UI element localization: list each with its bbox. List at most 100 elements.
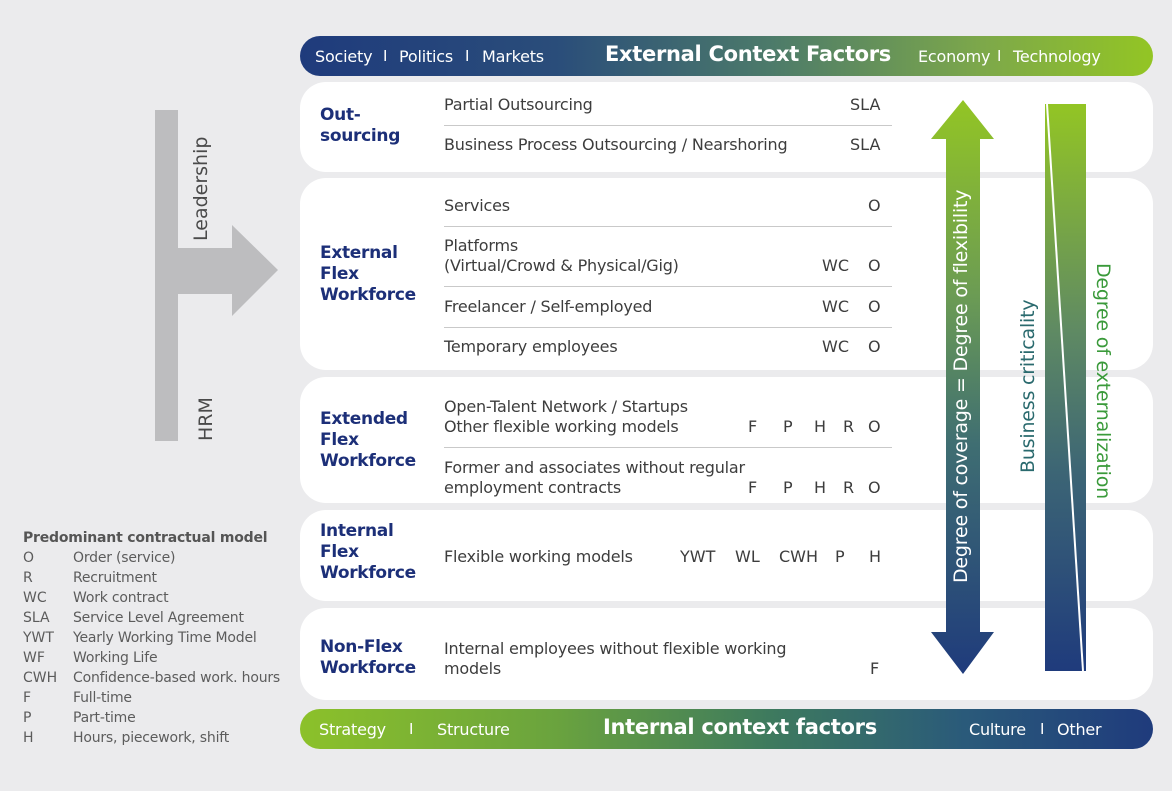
- row-text-line: Other flexible working models: [444, 417, 679, 436]
- external-factor-markets: Markets: [482, 47, 544, 66]
- category-label: Out- sourcing: [320, 105, 400, 147]
- t-arrow-icon: [155, 110, 278, 441]
- category-label: Extended Flex Workforce: [320, 409, 416, 472]
- legend-desc: Part-time: [73, 710, 136, 726]
- contract-code: H: [869, 547, 882, 566]
- business-criticality-label: Business criticality: [1017, 299, 1039, 473]
- contract-code: O: [868, 478, 881, 497]
- category-label-line: sourcing: [320, 126, 401, 146]
- row-divider: [444, 125, 892, 126]
- contract-code: R: [843, 417, 855, 436]
- external-context-bar: Society I Politics I Markets External Co…: [300, 36, 1153, 76]
- external-factor-society: Society: [315, 47, 373, 66]
- legend-abbr: O: [23, 550, 35, 566]
- contract-code: P: [835, 547, 845, 566]
- legend-title: Predominant contractual model: [23, 530, 268, 546]
- category-label-line: Out-: [320, 105, 361, 125]
- separator: I: [997, 47, 1002, 65]
- legend-abbr: SLA: [23, 610, 50, 626]
- row-services: Services: [444, 196, 510, 215]
- legend-abbr: YWT: [23, 630, 54, 646]
- legend-desc: Yearly Working Time Model: [73, 630, 257, 646]
- category-label: Internal Flex Workforce: [320, 521, 416, 584]
- row-temporary-employees: Temporary employees: [444, 337, 618, 356]
- internal-context-title: Internal context factors: [603, 715, 877, 739]
- contract-code: YWT: [680, 547, 716, 566]
- contract-code: SLA: [850, 95, 881, 114]
- separator: I: [465, 47, 470, 65]
- criticality-externalization-bar: [1045, 104, 1086, 672]
- category-label-line: Workforce: [320, 451, 416, 471]
- category-label-line: Extended: [320, 409, 408, 429]
- row-divider: [444, 327, 892, 328]
- legend-desc: Confidence-based work. hours: [73, 670, 281, 686]
- contract-code: O: [868, 196, 881, 215]
- double-arrow-icon: [931, 100, 994, 674]
- category-label: Non-Flex Workforce: [320, 637, 416, 679]
- category-label-line: Workforce: [320, 285, 416, 305]
- separator: I: [383, 47, 388, 65]
- category-label-line: Workforce: [320, 658, 416, 678]
- contract-code: H: [814, 417, 827, 436]
- external-factor-economy: Economy: [918, 47, 991, 66]
- legend-desc: Order (service): [73, 550, 176, 566]
- contract-code: WC: [822, 297, 849, 316]
- legend-abbr: F: [23, 690, 32, 706]
- legend-abbr: WC: [23, 590, 47, 606]
- row-flexible-working-models: Flexible working models: [444, 547, 633, 566]
- contract-code: F: [870, 659, 880, 678]
- row-bpo-nearshoring: Business Process Outsourcing / Nearshori…: [444, 135, 788, 154]
- contract-code: WC: [822, 337, 849, 356]
- external-factor-technology: Technology: [1013, 47, 1101, 66]
- legend-abbr: CWH: [23, 670, 58, 686]
- internal-factor-other: Other: [1057, 720, 1102, 739]
- category-label-line: Internal: [320, 521, 394, 541]
- contract-code: O: [868, 337, 881, 356]
- category-panel-outsourcing: Out- sourcing Partial Outsourcing SLA Bu…: [300, 82, 1153, 172]
- legend-abbr: WF: [23, 650, 45, 666]
- category-label-line: Flex: [320, 264, 359, 284]
- separator: I: [409, 720, 414, 738]
- internal-context-bar: Strategy I Structure Internal context fa…: [300, 709, 1153, 749]
- row-partial-outsourcing: Partial Outsourcing: [444, 95, 593, 114]
- legend-desc: Working Life: [73, 650, 158, 666]
- leadership-hrm-arrow: [155, 110, 278, 441]
- row-freelancer: Freelancer / Self-employed: [444, 297, 653, 316]
- category-label-line: Non-Flex: [320, 637, 403, 657]
- row-text-line: Internal employees without flexible work…: [444, 639, 787, 658]
- row-open-talent: Open-Talent Network / Startups Other fle…: [444, 397, 688, 437]
- legend-desc: Work contract: [73, 590, 169, 606]
- external-context-title: External Context Factors: [605, 42, 891, 66]
- contract-code: O: [868, 256, 881, 275]
- internal-factor-strategy: Strategy: [319, 720, 386, 739]
- contract-code: F: [748, 417, 758, 436]
- contract-code: O: [868, 417, 881, 436]
- row-text-line: models: [444, 659, 501, 678]
- internal-factor-structure: Structure: [437, 720, 510, 739]
- legend-desc: Full-time: [73, 690, 132, 706]
- legend-abbr: R: [23, 570, 33, 586]
- row-platforms: Platforms (Virtual/Crowd & Physical/Gig): [444, 236, 679, 276]
- contract-code: P: [783, 478, 793, 497]
- contract-code: F: [748, 478, 758, 497]
- row-text-line: Platforms: [444, 236, 519, 255]
- category-label-line: Flex: [320, 430, 359, 450]
- coverage-double-arrow: [931, 100, 994, 674]
- contract-code: WL: [735, 547, 760, 566]
- contract-code: P: [783, 417, 793, 436]
- row-text-line: (Virtual/Crowd & Physical/Gig): [444, 256, 679, 275]
- category-panel-non-flex: Non-Flex Workforce Internal employees wi…: [300, 608, 1153, 700]
- category-label-line: Flex: [320, 542, 359, 562]
- legend-desc: Service Level Agreement: [73, 610, 244, 626]
- internal-factor-culture: Culture: [969, 720, 1026, 739]
- diagonal-split-line: [1046, 104, 1084, 672]
- contract-code: SLA: [850, 135, 881, 154]
- contract-code: CWH: [779, 547, 819, 566]
- separator: I: [1040, 720, 1045, 738]
- category-panel-internal-flex: Internal Flex Workforce Flexible working…: [300, 510, 1153, 601]
- legend-desc: Hours, piecework, shift: [73, 730, 230, 746]
- row-text-line: Former and associates without regular: [444, 458, 745, 477]
- row-divider: [444, 447, 892, 448]
- row-former-associates: Former and associates without regular em…: [444, 458, 745, 498]
- leadership-label: Leadership: [190, 136, 212, 241]
